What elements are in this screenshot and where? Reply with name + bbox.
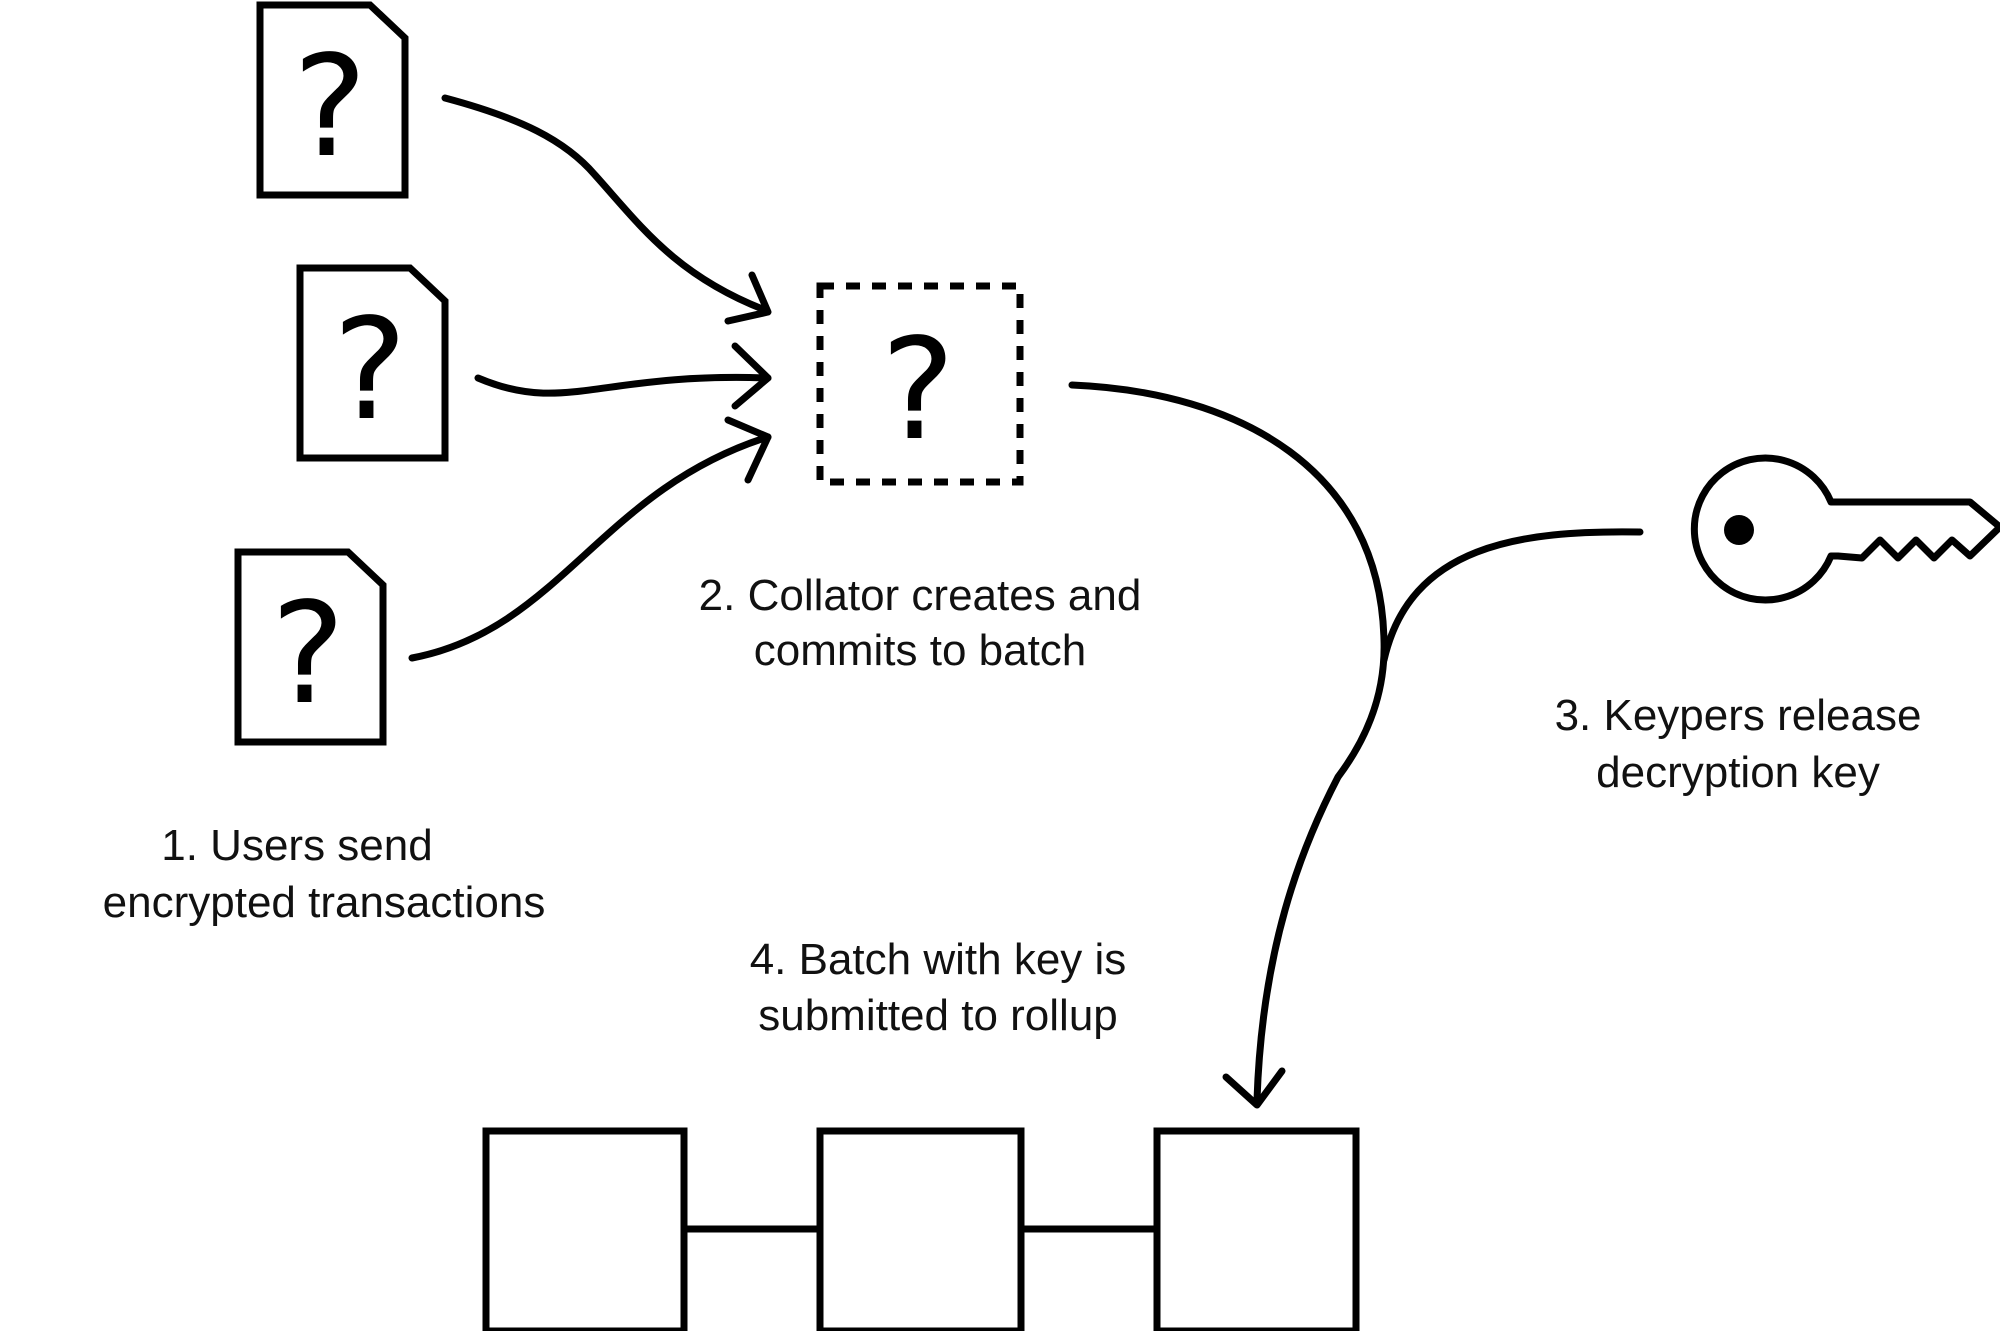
arrow-2 [474,373,772,397]
key-body [1690,454,2000,604]
rollup-block-1 [482,1127,688,1331]
arrow-1 [441,94,769,314]
rollup-chain [482,1127,1360,1331]
document-icon [296,264,449,462]
transaction-arrows [408,94,772,662]
step-4-line1: 4. Batch with key is [750,935,1127,984]
arrow-1-head [724,271,772,325]
arrow-2-head [731,342,772,410]
rollup-block-3 [1153,1127,1360,1331]
step-1-label: 1. Users send encrypted transactions [103,821,546,927]
question-mark-icon: ? [293,26,367,189]
submission-curves [1068,381,1644,1109]
step-2-line1: 2. Collator creates and [699,571,1142,620]
document-icon [256,1,409,199]
step-4-label: 4. Batch with key is submitted to rollup [750,935,1127,1040]
key-icon [1690,454,2000,604]
step-4-line2: submitted to rollup [758,991,1118,1040]
question-mark-icon: ? [333,289,407,452]
rollup-block-2 [816,1127,1025,1331]
collator-batch: ? [816,282,1024,486]
step-2-label: 2. Collator creates and commits to batch [699,571,1142,675]
rollup-arrow-head [1222,1067,1286,1109]
document-icon [234,548,387,746]
batch-to-rollup-curve [1068,381,1388,1104]
step-3-line1: 3. Keypers release [1555,691,1922,740]
step-3-line2: decryption key [1596,748,1880,797]
question-mark-icon: ? [271,573,345,736]
arrow-3 [408,433,772,662]
encrypted-transaction-1: ? [256,1,409,199]
arrow-3-head [724,416,772,484]
key-to-batch-curve [1380,528,1644,664]
step-2-line2: commits to batch [754,626,1087,675]
encrypted-transaction-3: ? [234,548,387,746]
encrypted-transaction-2: ? [296,264,449,462]
dashed-batch-icon [816,282,1024,486]
key-hole [1724,515,1754,545]
question-mark-icon: ? [881,309,955,472]
step-1-line1: 1. Users send [161,821,432,870]
step-3-label: 3. Keypers release decryption key [1555,691,1922,797]
step-1-line2: encrypted transactions [103,878,546,927]
